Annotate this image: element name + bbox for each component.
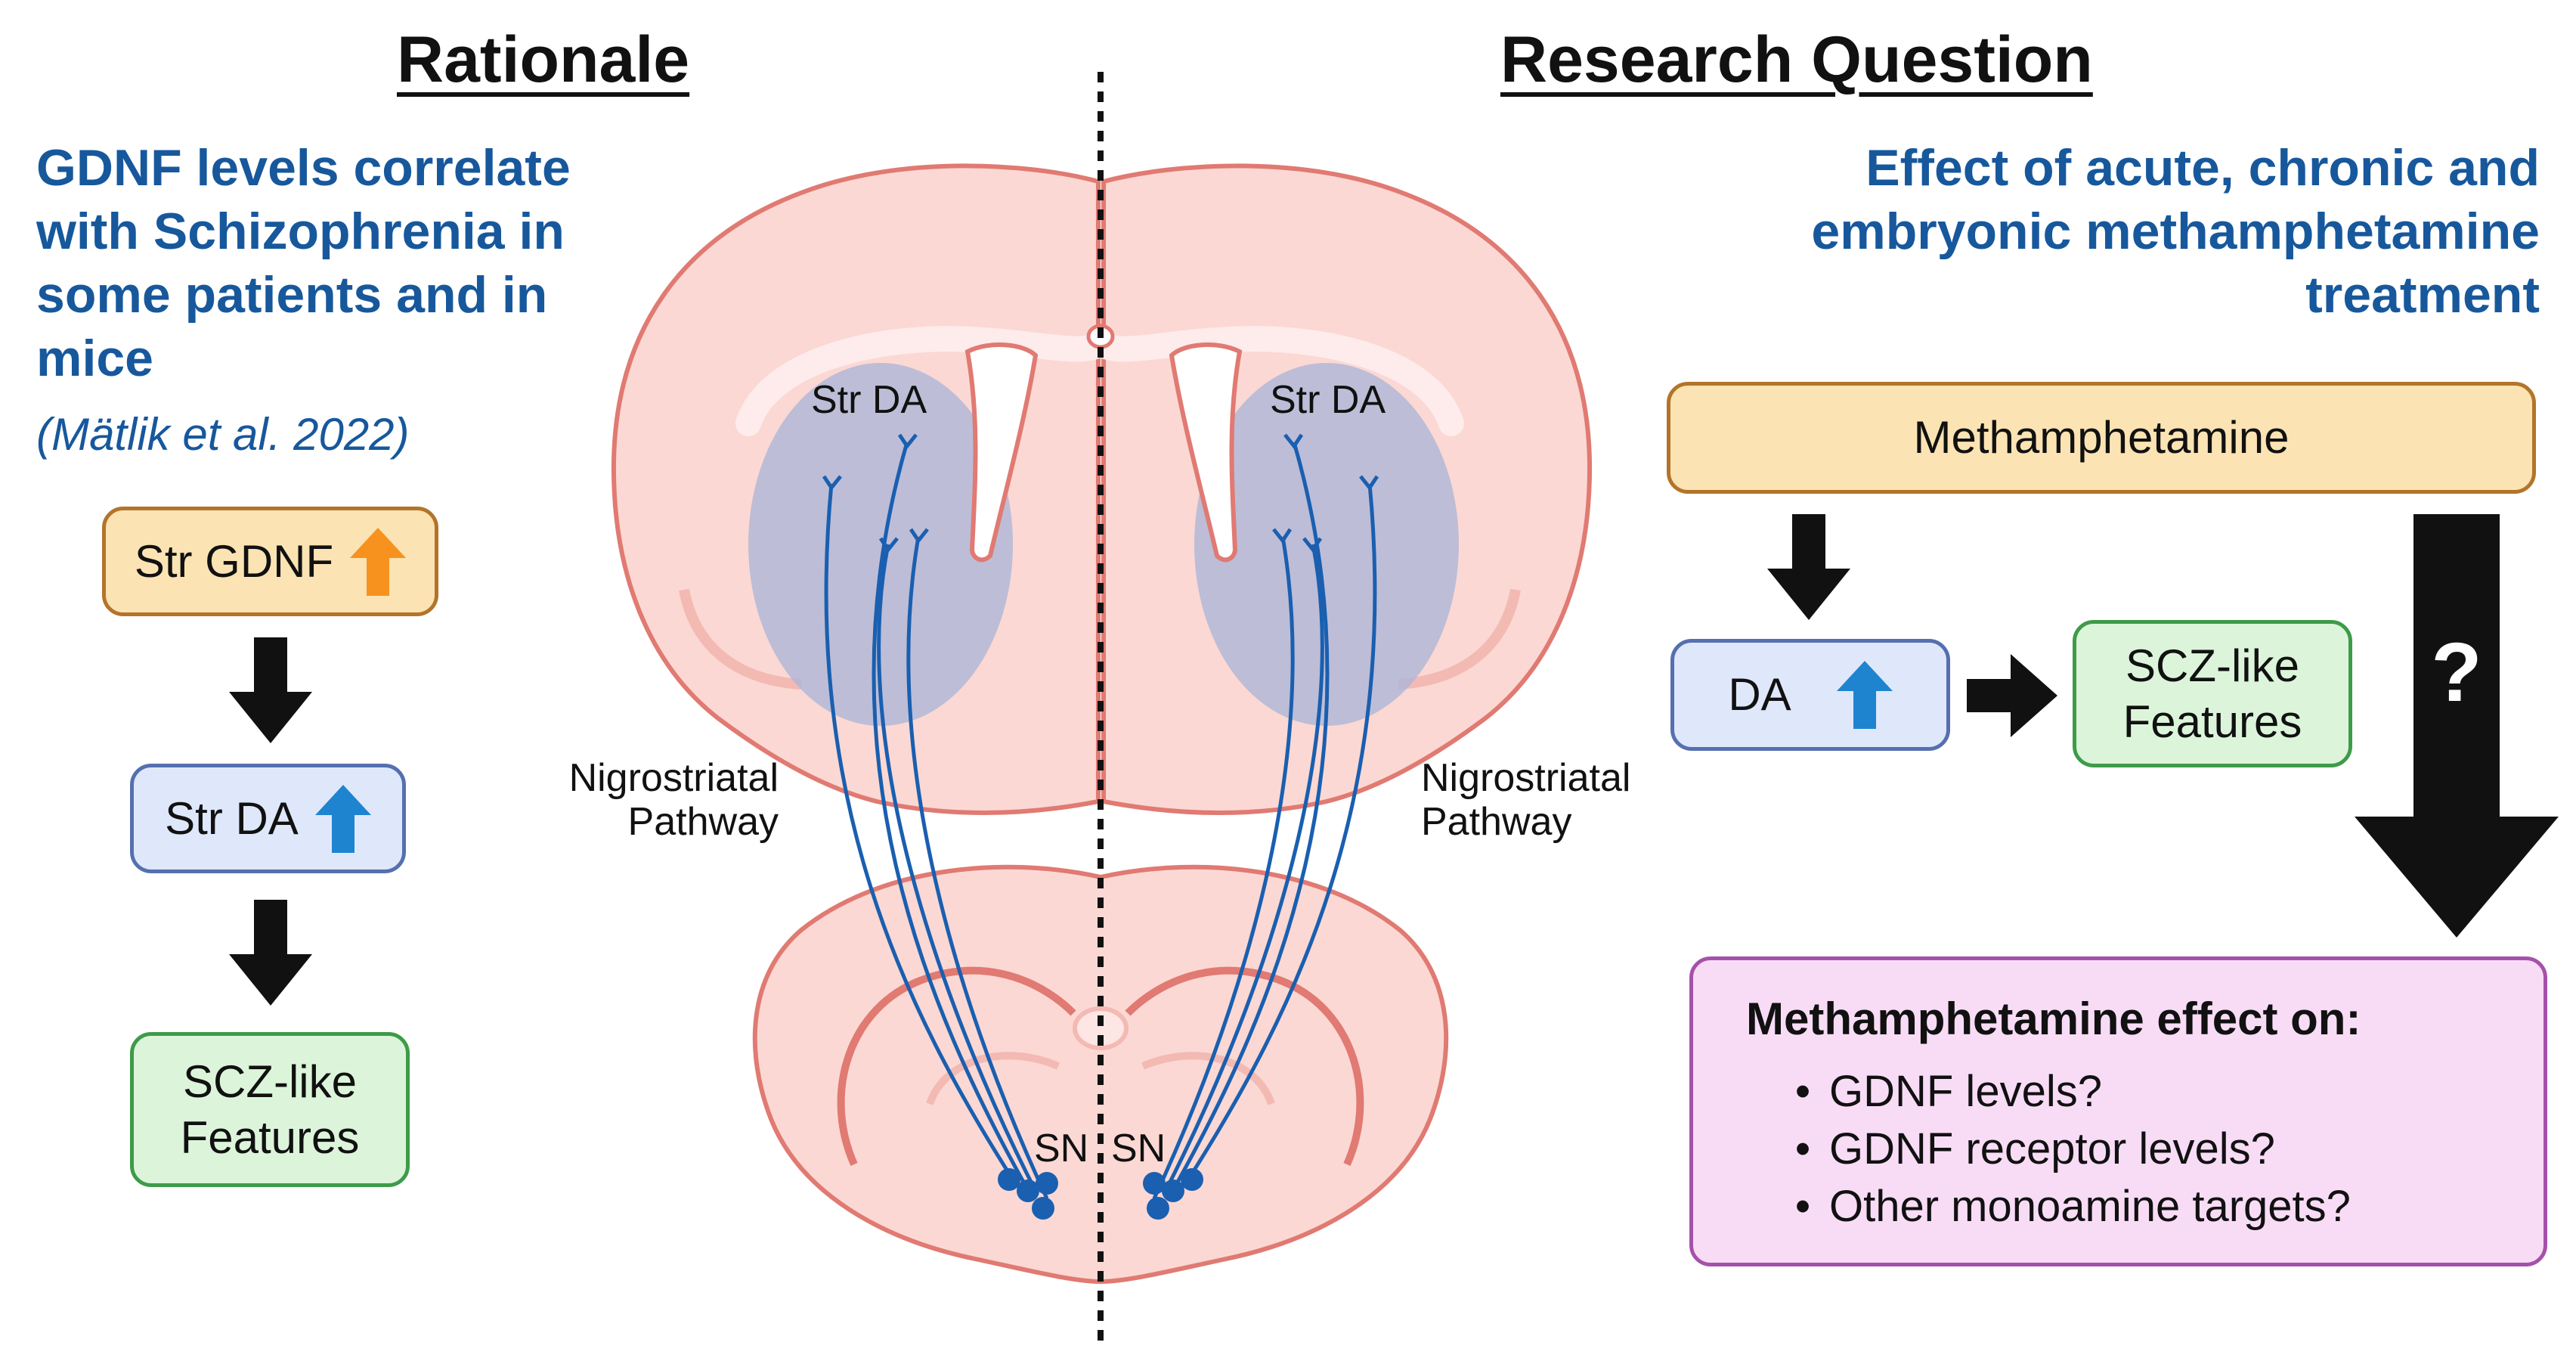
research-heading-line: Effect of acute, chronic and bbox=[1865, 139, 2540, 197]
citation: (Mätlik et al. 2022) bbox=[36, 409, 410, 460]
cortex-inner-right bbox=[1398, 588, 1521, 690]
big-down-arrow-icon bbox=[2355, 514, 2559, 938]
str-da-left-label: Str DA bbox=[811, 378, 927, 422]
sn-neuron-bodies-left bbox=[998, 1168, 1058, 1220]
up-arrow-blue-icon bbox=[314, 784, 371, 853]
methamphetamine-box: Methamphetamine bbox=[1667, 382, 2536, 494]
cortex-inner-left bbox=[679, 588, 802, 690]
striatum-left bbox=[748, 363, 1013, 726]
str-gdnf-box: Str GDNF bbox=[102, 507, 438, 616]
scz-label-line: Features bbox=[180, 1111, 360, 1163]
effect-item: GDNF receptor levels? bbox=[1776, 1121, 2543, 1178]
da-box: DA bbox=[1670, 639, 1950, 751]
question-mark: ? bbox=[2431, 626, 2482, 719]
methamphetamine-effect-box: Methamphetamine effect on: GDNF levels? … bbox=[1689, 956, 2547, 1266]
down-arrow-icon bbox=[1767, 514, 1850, 620]
pathway-right-line: Nigrostriatal bbox=[1421, 756, 1631, 800]
scz-label-line: SCZ-like bbox=[2125, 640, 2299, 691]
up-arrow-blue-icon bbox=[1836, 661, 1893, 729]
sn-left-label: SN bbox=[1034, 1127, 1089, 1170]
research-heading: Effect of acute, chronic and embryonic m… bbox=[1738, 136, 2540, 327]
coronal-section-forebrain bbox=[611, 163, 1593, 815]
rationale-heading-line: some patients and in bbox=[36, 266, 548, 324]
sn-neuron-bodies-right bbox=[1143, 1168, 1203, 1220]
pathway-right-label: Nigrostriatal Pathway bbox=[1421, 756, 1630, 844]
hippocampus-right bbox=[1125, 966, 1364, 1167]
scz-label-line: Features bbox=[2122, 696, 2302, 747]
hippocampus-left bbox=[837, 966, 1076, 1167]
str-da-box: Str DA bbox=[130, 764, 406, 873]
down-arrow-icon bbox=[229, 637, 312, 743]
aqueduct bbox=[1073, 1006, 1129, 1050]
sn-right-label: SN bbox=[1111, 1127, 1166, 1170]
nigrostriatal-neurons-right bbox=[1152, 433, 1379, 1200]
lateral-ventricle-left bbox=[964, 343, 1039, 563]
pathway-left-line: Pathway bbox=[627, 800, 779, 844]
midbrain-inner-left bbox=[926, 1052, 1060, 1105]
methamphetamine-label: Methamphetamine bbox=[1913, 412, 2290, 463]
pathway-left-label: Nigrostriatal Pathway bbox=[559, 756, 779, 844]
rationale-heading: GDNF levels correlate with Schizophrenia… bbox=[36, 136, 641, 390]
research-question-title: Research Question bbox=[1500, 23, 2093, 96]
da-label: DA bbox=[1728, 669, 1791, 720]
rationale-title: Rationale bbox=[397, 23, 690, 96]
brain-illustration bbox=[611, 72, 1593, 1350]
effect-item: GDNF levels? bbox=[1776, 1063, 2543, 1121]
effect-box-title: Methamphetamine effect on: bbox=[1746, 994, 2361, 1044]
rationale-heading-line: GDNF levels correlate bbox=[36, 139, 571, 197]
effect-list: GDNF levels? GDNF receptor levels? Other… bbox=[1776, 1063, 2543, 1235]
down-arrow-icon bbox=[229, 900, 312, 1006]
right-arrow-icon bbox=[1967, 654, 2057, 737]
pathway-left-line: Nigrostriatal bbox=[568, 756, 779, 800]
scz-features-box-right: SCZ-like Features bbox=[2073, 620, 2352, 767]
up-arrow-orange-icon bbox=[350, 527, 407, 596]
str-gdnf-label: Str GDNF bbox=[134, 535, 334, 587]
str-da-label: Str DA bbox=[165, 792, 299, 844]
midbrain-inner-right bbox=[1141, 1052, 1275, 1105]
rationale-heading-line: mice bbox=[36, 330, 153, 387]
research-heading-line: embryonic methamphetamine bbox=[1811, 203, 2540, 260]
rationale-heading-line: with Schizophrenia in bbox=[36, 203, 565, 260]
str-da-right-label: Str DA bbox=[1270, 378, 1386, 422]
pathway-right-line: Pathway bbox=[1421, 800, 1572, 844]
nigrostriatal-neurons-left bbox=[822, 433, 1049, 1200]
striatum-right bbox=[1194, 363, 1459, 726]
lateral-ventricle-right bbox=[1169, 343, 1243, 563]
scz-features-box-left: SCZ-like Features bbox=[130, 1032, 410, 1187]
effect-item: Other monoamine targets? bbox=[1776, 1178, 2543, 1235]
research-heading-line: treatment bbox=[2305, 266, 2540, 324]
scz-label-line: SCZ-like bbox=[182, 1056, 357, 1107]
